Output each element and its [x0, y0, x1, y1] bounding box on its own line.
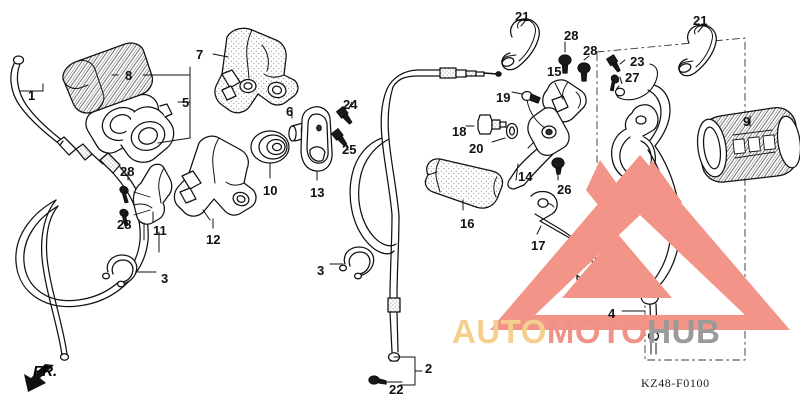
part-21-clamp-right	[678, 24, 717, 77]
part-21-clamp-left	[501, 18, 540, 71]
part-12-lever-bracket	[173, 135, 257, 229]
callout-9: 9	[743, 114, 751, 129]
callout-28a: 28	[120, 164, 135, 179]
callout-19: 19	[496, 90, 511, 105]
part-4-bracket-group	[596, 37, 746, 361]
callout-23: 23	[630, 54, 645, 69]
callout-22: 22	[389, 382, 404, 397]
callout-4: 4	[608, 306, 616, 321]
part-24-25-screws	[331, 101, 353, 151]
callout-14: 14	[518, 169, 533, 184]
callout-5: 5	[182, 95, 190, 110]
part-3-clip-left	[101, 254, 157, 288]
callout-8: 8	[125, 68, 133, 83]
watermark-auto: AUTO	[452, 313, 547, 350]
part-10-dust-seal	[250, 130, 290, 179]
part-1-throttle-cable	[10, 55, 149, 361]
part-16-rubber-cover	[424, 158, 504, 211]
callout-11: 11	[153, 223, 167, 238]
callout-28c: 28	[564, 28, 579, 43]
callout-15: 15	[547, 64, 562, 79]
part-7-housing	[212, 27, 299, 114]
part-code-label: KZ48-F0100	[641, 376, 710, 390]
part-28-bolts-upper	[558, 41, 591, 82]
callout-21a: 21	[515, 9, 530, 24]
part-3-clip-right	[329, 246, 375, 280]
part-18-20-adjuster-nut	[465, 114, 519, 143]
part-26-bolt	[551, 157, 565, 181]
part-11-holder	[114, 163, 173, 253]
part-13-cover	[300, 106, 333, 181]
callout-12: 12	[206, 232, 221, 247]
callout-13: 13	[310, 185, 325, 200]
part-5-8-throttle-grip-assembly	[62, 42, 191, 163]
callout-7: 7	[196, 47, 204, 62]
callout-21b: 21	[693, 13, 708, 28]
callout-3a: 3	[161, 271, 169, 286]
watermark-hub: HUB	[647, 313, 721, 350]
callout-28b: 28	[117, 217, 132, 232]
watermark-wordmark: AUTOMOTOHUB	[452, 313, 720, 351]
callout-25: 25	[342, 142, 357, 157]
callout-10: 10	[263, 183, 278, 198]
callout-2: 2	[425, 361, 433, 376]
callout-17: 17	[531, 238, 546, 253]
fr-direction-arrow	[24, 364, 54, 392]
watermark-moto: MOTO	[546, 313, 648, 350]
callout-6: 6	[286, 104, 294, 119]
callout-20: 20	[469, 141, 484, 156]
callout-24: 24	[343, 97, 358, 112]
callout-16: 16	[460, 216, 475, 231]
callout-28d: 28	[583, 43, 598, 58]
callout-3b: 3	[317, 263, 325, 278]
callout-18: 18	[452, 124, 467, 139]
callout-26: 26	[557, 182, 572, 197]
part-2-clutch-cable	[349, 67, 502, 386]
part-19-pivot-bolt	[511, 90, 546, 129]
callout-27: 27	[625, 70, 640, 85]
front-direction-label: FR.	[33, 363, 58, 380]
callout-1: 1	[28, 88, 36, 103]
